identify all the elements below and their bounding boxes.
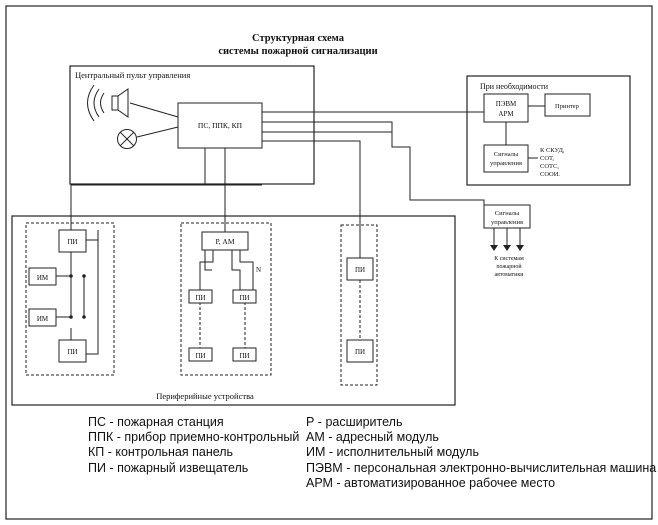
central-control-block: Центральный пульт управления ПС, ППК, КП: [69, 65, 315, 185]
optional-signals-box: [483, 144, 529, 173]
group1-detector-bottom-label: ПИ: [67, 348, 77, 356]
group1-detector-top-label: ПИ: [67, 238, 77, 246]
legend-item: АРМ - автоматизированное рабочее место: [306, 475, 556, 490]
group3-frame: [340, 224, 378, 386]
station-uplinks: [262, 111, 485, 232]
group2-frame: [180, 222, 272, 376]
legend-item: ПС - пожарная станция: [88, 415, 224, 429]
optional-frame: [466, 75, 631, 186]
optional-equipment-block: При необходимости ПЭВМ АРМ Принтер Сигна…: [466, 75, 631, 186]
legend-right: Р - расширитель АМ - адресный модуль ИМ …: [306, 415, 656, 491]
optional-signals-label-2: управления: [490, 160, 522, 167]
group3-detector-2-label: ПИ: [355, 348, 365, 356]
printer-label: Принтер: [555, 103, 579, 110]
group2-detector-2-label: ПИ: [239, 294, 249, 302]
legend-item: Р - расширитель: [306, 415, 403, 429]
group3-detector-1: [346, 257, 374, 281]
printer-box: [544, 93, 591, 117]
central-control-label: Центральный пульт управления: [75, 70, 190, 80]
legend-item: АМ - адресный модуль: [306, 430, 439, 445]
group2-detector-3-label: ПИ: [195, 352, 205, 360]
central-control-frame: [69, 65, 315, 185]
signals-output-1: К СКУД,: [540, 147, 565, 154]
control-signal-arrows: [490, 228, 524, 251]
group1-module-1-label: ИМ: [37, 274, 49, 282]
page-frame: [5, 5, 653, 520]
group1-module-2-label: ИМ: [37, 315, 49, 323]
group1-module-1: [28, 267, 57, 286]
optional-label: При необходимости: [480, 82, 549, 91]
group2-count-label: N: [256, 266, 261, 274]
central-links: [129, 102, 179, 138]
diagram-title-line2: системы пожарной сигнализации: [218, 46, 377, 57]
fire-station-label: ПС, ППК, КП: [198, 121, 243, 130]
automation-target-3: автоматики: [495, 272, 525, 278]
group2-detector-2: [232, 289, 257, 304]
group1-wiring: [56, 148, 262, 355]
legend-item: КП - контрольная панель: [88, 445, 234, 460]
group3-detector-1-label: ПИ: [355, 266, 365, 274]
group3-detector-2: [346, 339, 374, 363]
signals-output-3: СОТС,: [540, 163, 559, 170]
group1-module-2: [28, 308, 57, 327]
peripheral-label: Периферийные устройства: [156, 391, 254, 401]
group1-detector-bottom: [58, 339, 87, 363]
group2-wiring: [199, 148, 254, 348]
legend-left: ПС - пожарная станция ППК - прибор прием…: [88, 415, 299, 476]
peripheral-frame: [11, 215, 456, 406]
legend-item: ИМ - исполнительный модуль: [306, 445, 479, 460]
control-signals-label-2: управления: [491, 219, 523, 226]
legend-item: ПИ - пожарный извещатель: [88, 460, 249, 475]
expander-module-label: Р, АМ: [215, 237, 234, 246]
group2-detector-4: [232, 347, 257, 362]
loudspeaker-icon: [87, 84, 129, 122]
peripheral-devices-block: Периферийные устройства ПИ ИМ ИМ ПИ: [11, 148, 456, 406]
optional-signals-label-1: Сигналы: [494, 151, 519, 158]
group1-junctions: [69, 274, 86, 319]
group2-detector-1: [188, 289, 213, 304]
expander-module-box: [201, 231, 249, 251]
control-signals-block: Сигналы управления К системам пожарной а…: [483, 204, 531, 278]
workstation-label: АРМ: [498, 110, 514, 118]
group2-detector-3: [188, 347, 213, 362]
control-signals-label-1: Сигналы: [495, 210, 520, 217]
pc-label: ПЭВМ: [496, 100, 517, 108]
signals-output-2: СОТ,: [540, 155, 554, 162]
automation-target-2: пожарной: [496, 263, 522, 270]
group2-detector-1-label: ПИ: [195, 294, 205, 302]
lamp-indicator-icon: [117, 129, 137, 149]
automation-target-1: К системам: [494, 256, 524, 262]
group2-detector-4-label: ПИ: [239, 352, 249, 360]
fire-station-box: [177, 102, 263, 149]
legend-item: ПЭВМ - персональная электронно-вычислите…: [306, 460, 657, 475]
diagram-title-line1: Структурная схема: [252, 33, 345, 44]
legend-item: ППК - прибор приемно-контрольный: [88, 430, 300, 445]
signals-output-4: СООИ.: [540, 171, 560, 178]
group1-detector-top: [58, 229, 87, 253]
